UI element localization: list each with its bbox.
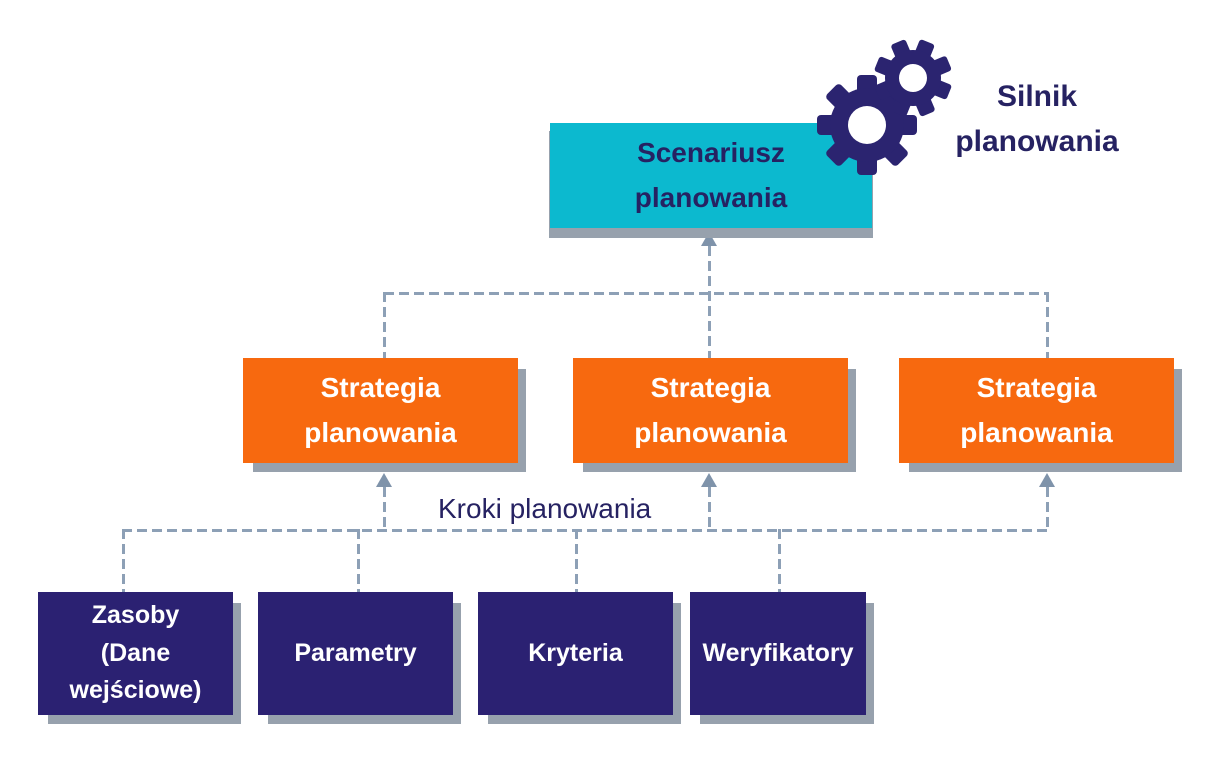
connector-drop-input-2: [357, 529, 360, 592]
strategy-box-2: Strategia planowania: [573, 358, 848, 463]
strategy-box-2-label: Strategia planowania: [634, 371, 787, 448]
connector-rise-strategy-3: [1046, 487, 1049, 530]
arrow-into-strategy-1-icon: [376, 473, 392, 487]
input-box-parametry-label: Parametry: [294, 638, 417, 667]
strategy-box-3-label: Strategia planowania: [960, 371, 1113, 448]
steps-label: Kroki planowania: [438, 493, 652, 524]
connector-drop-input-4: [778, 529, 781, 592]
arrow-into-strategy-2-icon: [701, 473, 717, 487]
connector-upper-horizontal: [384, 292, 1048, 295]
strategy-box-1: Strategia planowania: [243, 358, 518, 463]
engine-label: Silnik planowania: [955, 80, 1119, 158]
input-box-kryteria-label: Kryteria: [528, 638, 623, 667]
scenario-box: Scenariusz planowania: [550, 123, 872, 228]
input-box-zasoby: Zasoby (Dane wejściowe): [38, 592, 233, 715]
input-box-zasoby-label: Zasoby (Dane wejściowe): [69, 601, 202, 705]
connector-drop-strategy-3: [1046, 292, 1049, 359]
scenario-box-label: Scenariusz planowania: [634, 136, 788, 213]
connector-drop-input-3: [575, 529, 578, 592]
input-box-weryfikatory-label: Weryfikatory: [702, 638, 854, 667]
arrow-into-strategy-3-icon: [1039, 473, 1055, 487]
connector-lower-horizontal: [122, 529, 1048, 532]
gears-icon: [817, 39, 952, 175]
input-box-parametry: Parametry: [258, 592, 453, 715]
strategy-box-1-label: Strategia planowania: [304, 371, 457, 448]
connector-rise-strategy-1: [383, 487, 386, 530]
connector-drop-strategy-1: [383, 292, 386, 359]
arrow-into-scenario-icon: [701, 232, 717, 246]
connector-scenario-stem: [708, 246, 711, 359]
input-box-kryteria: Kryteria: [478, 592, 673, 715]
input-box-weryfikatory: Weryfikatory: [690, 592, 866, 715]
strategy-box-3: Strategia planowania: [899, 358, 1174, 463]
connector-rise-strategy-2: [708, 487, 711, 530]
connector-drop-input-1: [122, 529, 125, 592]
